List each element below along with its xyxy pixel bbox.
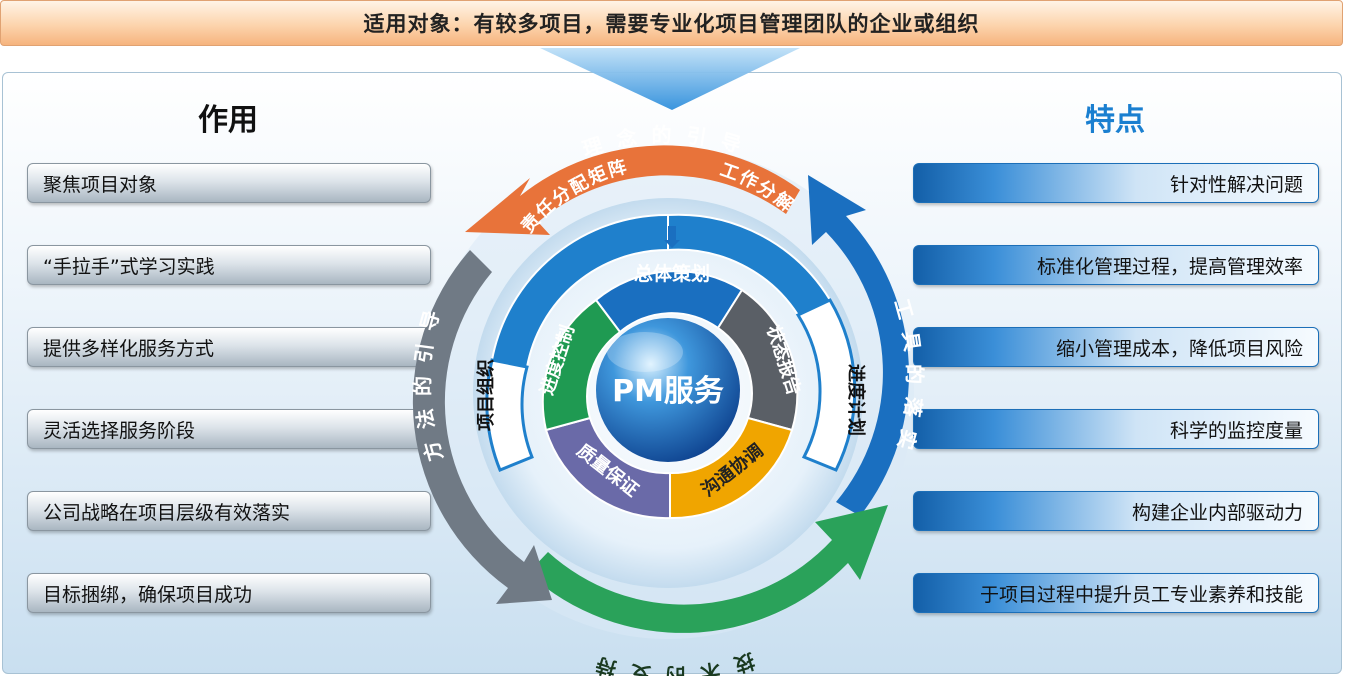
inner-segment-control bbox=[541, 298, 622, 432]
outer-arrow-tools bbox=[808, 175, 909, 516]
outer-arrow-technology bbox=[528, 505, 888, 633]
function-item: 聚焦项目对象 bbox=[27, 163, 431, 203]
feature-item: 缩小管理成本，降低项目风险 bbox=[913, 327, 1319, 367]
function-item: “手拉手”式学习实践 bbox=[27, 245, 431, 285]
planning-up-arrow-icon bbox=[664, 226, 680, 248]
right-heading: 特点 bbox=[1085, 103, 1145, 138]
outer-arrow-method bbox=[412, 250, 552, 604]
center-sphere bbox=[596, 318, 740, 462]
feature-item: 于项目过程中提升员工专业素养和技能 bbox=[913, 573, 1319, 613]
feature-item: 针对性解决问题 bbox=[913, 163, 1319, 203]
inner-label-planning: 总体策划 bbox=[634, 262, 710, 285]
feature-item: 构建企业内部驱动力 bbox=[913, 491, 1319, 531]
middle-segment-organization bbox=[485, 358, 534, 472]
middle-label-organization: 项目组织 bbox=[475, 359, 497, 431]
middle-segment-schedule bbox=[795, 298, 857, 472]
middle-label-schedule: 进度计划 bbox=[845, 364, 867, 436]
outer-label-technology: 技术的支持 bbox=[580, 649, 758, 676]
function-item: 提供多样化服务方式 bbox=[27, 327, 431, 367]
function-item: 灵活选择服务阶段 bbox=[27, 409, 431, 449]
audience-banner: 适用对象：有较多项目，需要专业化项目管理团队的企业或组织 bbox=[0, 0, 1343, 46]
left-heading: 作用 bbox=[198, 103, 258, 138]
feature-item: 科学的监控度量 bbox=[913, 409, 1319, 449]
feature-item: 标准化管理过程，提高管理效率 bbox=[913, 245, 1319, 285]
sphere-highlight bbox=[607, 332, 683, 372]
function-item: 公司战略在项目层级有效落实 bbox=[27, 491, 431, 531]
function-item: 目标捆绑，确保项目成功 bbox=[27, 573, 431, 613]
top-funnel-arrow bbox=[540, 48, 800, 110]
center-title: PM服务 bbox=[612, 374, 724, 409]
outer-arrow-concept bbox=[465, 145, 800, 235]
